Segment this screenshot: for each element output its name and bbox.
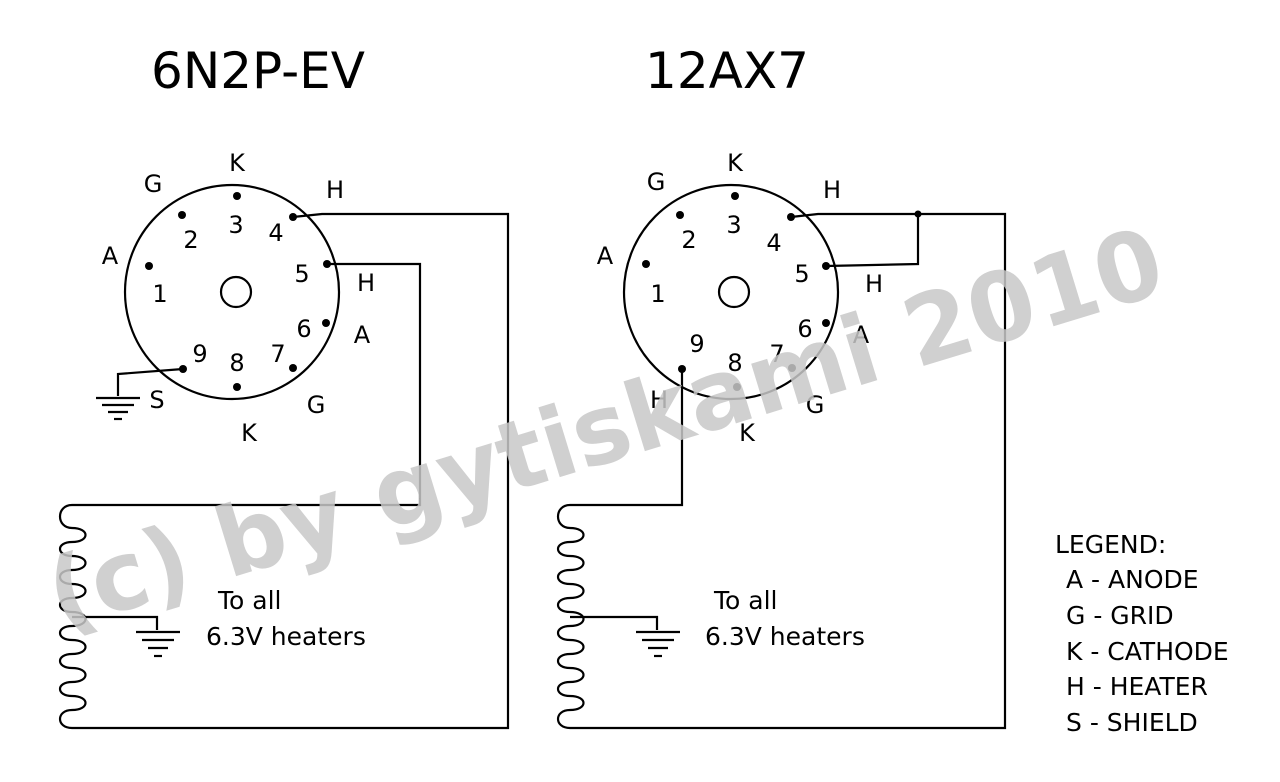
left-label-a-left: A bbox=[102, 242, 119, 270]
left-label-g-bottom: G bbox=[307, 391, 326, 419]
left-shield-ground-symbol bbox=[96, 396, 140, 421]
right-heater-ground-symbol bbox=[636, 630, 680, 658]
right-tube: 12AX7 1 2 3 4 5 6 7 8 9 G K H A H A H K … bbox=[556, 42, 1007, 730]
left-pin-number-4: 4 bbox=[268, 219, 283, 247]
left-shield-wire bbox=[116, 367, 184, 396]
right-pin-number-8: 8 bbox=[727, 349, 742, 377]
right-heater-text-1: To all bbox=[713, 586, 777, 615]
right-pin-dot-1 bbox=[642, 260, 650, 268]
legend-title: LEGEND: bbox=[1055, 530, 1166, 559]
left-pin-dot-6 bbox=[322, 319, 330, 327]
right-pin-number-9: 9 bbox=[689, 330, 704, 358]
left-pin-dot-8 bbox=[233, 383, 241, 391]
left-pin-number-5: 5 bbox=[294, 260, 309, 288]
right-heater-text-2: 6.3V heaters bbox=[705, 622, 865, 651]
left-pin-number-6: 6 bbox=[296, 315, 311, 343]
right-tube-center-hole bbox=[717, 275, 751, 309]
left-heater-wire-pin5 bbox=[72, 262, 422, 507]
right-heater-coil bbox=[556, 503, 585, 730]
right-heater-wire-pin5 bbox=[825, 214, 920, 268]
right-pin-dot-6 bbox=[822, 319, 830, 327]
right-pin-number-3: 3 bbox=[726, 211, 741, 239]
left-heater-centertap-wire bbox=[72, 615, 159, 630]
left-pin-number-1: 1 bbox=[152, 280, 167, 308]
right-heater-wire-pin9 bbox=[570, 369, 684, 507]
right-label-h-right: H bbox=[865, 270, 883, 298]
left-pin-dot-7 bbox=[289, 364, 297, 372]
left-pin-number-8: 8 bbox=[229, 349, 244, 377]
left-heater-ground-symbol bbox=[136, 630, 180, 658]
right-heater-centertap-wire bbox=[570, 615, 659, 630]
left-pin-dot-3 bbox=[233, 192, 241, 200]
right-pin-dot-3 bbox=[731, 192, 739, 200]
right-pin-dot-7 bbox=[788, 364, 796, 372]
right-label-g-bottom: G bbox=[806, 391, 825, 419]
left-pin-number-9: 9 bbox=[192, 340, 207, 368]
legend-item-anode: A - ANODE bbox=[1066, 565, 1199, 594]
left-pin-dot-2 bbox=[178, 211, 186, 219]
right-label-k-bottom: K bbox=[739, 419, 756, 447]
right-pin-number-7: 7 bbox=[769, 340, 784, 368]
right-pin-number-6: 6 bbox=[797, 315, 812, 343]
left-tube: 6N2P-EV 1 2 3 4 5 6 7 8 9 G K H A H A S … bbox=[58, 42, 510, 730]
right-pin-number-2: 2 bbox=[681, 226, 696, 254]
right-label-k-top: K bbox=[727, 149, 744, 177]
right-label-a-left: A bbox=[597, 242, 614, 270]
right-pin-number-5: 5 bbox=[794, 260, 809, 288]
legend-item-heater: H - HEATER bbox=[1066, 672, 1208, 701]
left-label-k-top: K bbox=[229, 149, 246, 177]
right-pin-number-1: 1 bbox=[650, 280, 665, 308]
left-heater-coil bbox=[58, 503, 87, 730]
right-label-a-right: A bbox=[853, 321, 870, 349]
left-label-g-top: G bbox=[144, 170, 163, 198]
legend-item-grid: G - GRID bbox=[1066, 601, 1174, 630]
left-pin-number-7: 7 bbox=[270, 340, 285, 368]
left-heater-text-1: To all bbox=[217, 586, 281, 615]
left-tube-center-hole bbox=[219, 275, 253, 309]
right-pin-dot-8 bbox=[733, 383, 741, 391]
right-tube-title: 12AX7 bbox=[645, 42, 809, 100]
left-tube-title: 6N2P-EV bbox=[151, 42, 365, 100]
right-label-h-left: H bbox=[650, 386, 668, 414]
right-tube-socket bbox=[622, 183, 840, 401]
left-label-k-bottom: K bbox=[241, 419, 258, 447]
left-label-h-right: H bbox=[357, 269, 375, 297]
left-heater-wire-pin4 bbox=[72, 212, 510, 730]
left-heater-text-2: 6.3V heaters bbox=[206, 622, 366, 651]
legend: LEGEND: A - ANODE G - GRID K - CATHODE H… bbox=[1055, 530, 1229, 737]
legend-item-cathode: K - CATHODE bbox=[1066, 637, 1229, 666]
legend-item-shield: S - SHIELD bbox=[1066, 708, 1198, 737]
right-heater-junction-dot bbox=[914, 210, 922, 218]
left-tube-socket bbox=[123, 183, 341, 401]
left-label-h-top: H bbox=[326, 176, 344, 204]
right-label-h-top: H bbox=[823, 176, 841, 204]
left-label-s: S bbox=[149, 386, 164, 414]
left-label-a-right: A bbox=[354, 321, 371, 349]
right-pin-number-4: 4 bbox=[766, 229, 781, 257]
right-label-g-top: G bbox=[647, 168, 666, 196]
left-pin-dot-1 bbox=[145, 262, 153, 270]
left-pin-number-3: 3 bbox=[228, 211, 243, 239]
right-heater-wire-pin4 bbox=[570, 212, 1007, 730]
left-pin-number-2: 2 bbox=[183, 226, 198, 254]
right-pin-dot-2 bbox=[676, 211, 684, 219]
